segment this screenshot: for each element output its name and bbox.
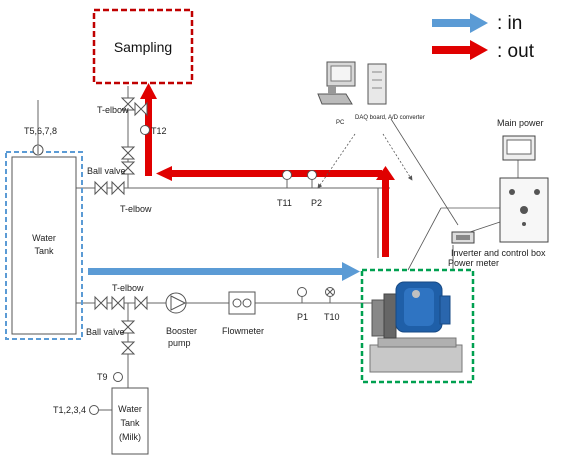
t10-label: T10 <box>324 312 340 322</box>
out-arrow-return-head <box>156 166 172 181</box>
thermocouple-t11-icon <box>282 170 292 180</box>
thermocouple-t1234-icon <box>89 405 99 415</box>
bottom-valve-assembly <box>94 295 148 355</box>
inverter-control-box-icon <box>499 177 549 243</box>
legend-in-label: : in <box>497 13 522 34</box>
out-arrow-sampling <box>145 98 152 176</box>
motor-pump-icon <box>369 281 463 373</box>
ball-valve-bottom-label: Ball valve <box>86 327 125 337</box>
thermocouple-t12-icon <box>140 125 150 135</box>
ball-valve-v10-icon <box>120 320 136 334</box>
sampling-box <box>92 8 194 85</box>
ball-valve-v3-icon <box>120 146 136 160</box>
booster-pump-icon <box>165 292 187 314</box>
signal-lines <box>317 118 519 271</box>
p2-label: P2 <box>311 198 322 208</box>
milk-tank-label-1: Water <box>118 404 142 414</box>
t12-label: T12 <box>151 126 167 136</box>
ball-valve-v9-icon <box>134 295 148 311</box>
legend-out-arrow <box>432 40 488 60</box>
daq-label: DAQ board, A/D converter <box>355 115 425 121</box>
t9-label: T9 <box>97 372 108 382</box>
sampling-label: Sampling <box>114 39 172 55</box>
pc-icon <box>317 61 356 105</box>
out-arrow-return <box>170 170 382 177</box>
t-elbow-bottom-label: T-elbow <box>112 283 144 293</box>
legend: : in : out <box>432 13 535 62</box>
ball-valve-v5-icon <box>94 180 108 196</box>
main-power-label: Main power <box>497 118 544 128</box>
water-tank <box>11 156 77 335</box>
ball-valve-v8-icon <box>111 295 125 311</box>
t-elbow-top-label: T-elbow <box>97 105 129 115</box>
water-tank-highlight <box>5 151 83 340</box>
pressure-p2-icon <box>307 170 317 180</box>
milk-tank-label-2: Tank <box>120 418 140 428</box>
t-elbow-mid-label: T-elbow <box>120 204 152 214</box>
daq-board-icon <box>367 63 387 105</box>
t11-label: T11 <box>277 198 292 208</box>
inverter-label: Inverter and control box <box>451 248 546 258</box>
ball-valve-top-label: Ball valve <box>87 166 126 176</box>
ball-valve-v6-icon <box>111 180 125 196</box>
thermocouple-t9-icon <box>113 372 123 382</box>
top-valve-assembly <box>94 97 150 196</box>
in-flow-arrow <box>88 262 360 281</box>
side-valve-v2-icon <box>134 101 148 117</box>
legend-out-label: : out <box>497 41 535 62</box>
pressure-p1-icon <box>297 287 307 297</box>
ball-valve-v4-icon <box>120 161 136 175</box>
legend-in-arrow <box>432 13 488 33</box>
milk-tank <box>111 387 149 455</box>
out-arrow-sampling-head <box>140 83 157 99</box>
flowmeter-icon <box>228 291 256 315</box>
power-meter-icon <box>451 231 475 244</box>
t1234-label: T1,2,3,4 <box>53 405 86 415</box>
main-power-icon <box>502 135 536 161</box>
out-arrow-riser <box>382 171 389 257</box>
ball-valve-v11-icon <box>120 341 136 355</box>
ball-valve-v7-icon <box>94 295 108 311</box>
thermocouple-t10-icon <box>325 287 335 297</box>
booster-label-2: pump <box>168 338 191 348</box>
out-flow-arrows <box>140 83 395 257</box>
power-meter-label: Power meter <box>448 258 499 268</box>
ball-valve-v1-icon <box>120 97 136 111</box>
booster-label-1: Booster <box>166 326 197 336</box>
p1-label: P1 <box>297 312 308 322</box>
flowmeter-label: Flowmeter <box>222 326 264 336</box>
water-tank-label-2: Tank <box>34 246 54 256</box>
pc-label: PC <box>336 120 345 126</box>
t5678-label: T5,6,7,8 <box>24 126 57 136</box>
water-tank-label-1: Water <box>32 233 56 243</box>
milk-tank-label-3: (Milk) <box>119 432 141 442</box>
